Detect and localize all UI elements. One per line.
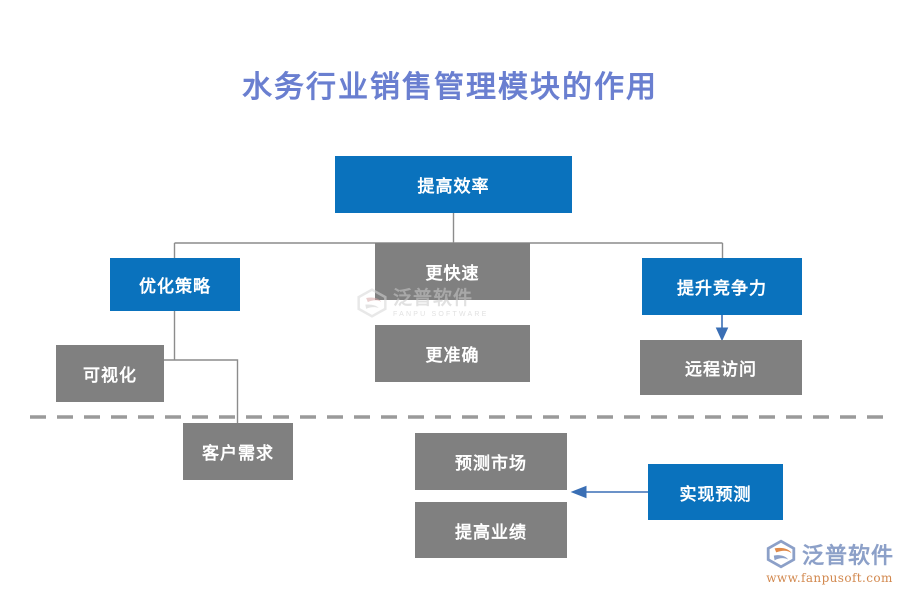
node-forecast-market-label: 预测市场	[455, 454, 527, 474]
node-more-accurate-label: 更准确	[425, 346, 480, 366]
fanpu-brand-icon	[766, 539, 796, 569]
node-boost-competitiveness-label: 提升竞争力	[677, 279, 767, 299]
node-improve-performance-label: 提高业绩	[455, 522, 527, 543]
node-faster-label: 更快速	[425, 264, 480, 284]
fanpu-logo: 泛普软件 www.fanpusoft.com	[765, 538, 894, 585]
node-more-accurate[interactable]: 更准确	[375, 325, 530, 382]
node-remote-access-label: 远程访问	[685, 360, 757, 380]
node-realize-forecast[interactable]: 实现预测	[648, 464, 783, 520]
node-customer-demand[interactable]: 客户需求	[183, 423, 293, 480]
logo-cn: 泛普软件	[802, 543, 895, 569]
node-root-label: 提高效率	[417, 177, 490, 197]
node-faster[interactable]: 更快速	[375, 243, 530, 300]
node-root[interactable]: 提高效率	[335, 156, 572, 213]
node-optimize-strategy-label: 优化策略	[139, 277, 211, 297]
node-boost-competitiveness[interactable]: 提升竞争力	[642, 258, 802, 315]
watermark-en: FANPU SOFTWARE	[393, 310, 489, 318]
node-visualization[interactable]: 可视化	[56, 345, 164, 402]
page-title: 水务行业销售管理模块的作用	[242, 70, 658, 105]
node-optimize-strategy[interactable]: 优化策略	[110, 258, 240, 311]
node-visualization-label: 可视化	[83, 366, 137, 386]
node-improve-performance[interactable]: 提高业绩	[415, 502, 567, 558]
node-customer-demand-label: 客户需求	[202, 444, 274, 464]
node-realize-forecast-label: 实现预测	[679, 484, 752, 505]
node-remote-access[interactable]: 远程访问	[640, 340, 802, 395]
logo-row: 泛普软件	[765, 538, 894, 570]
node-forecast-market[interactable]: 预测市场	[415, 433, 567, 490]
logo-url: www.fanpusoft.com	[766, 571, 893, 585]
